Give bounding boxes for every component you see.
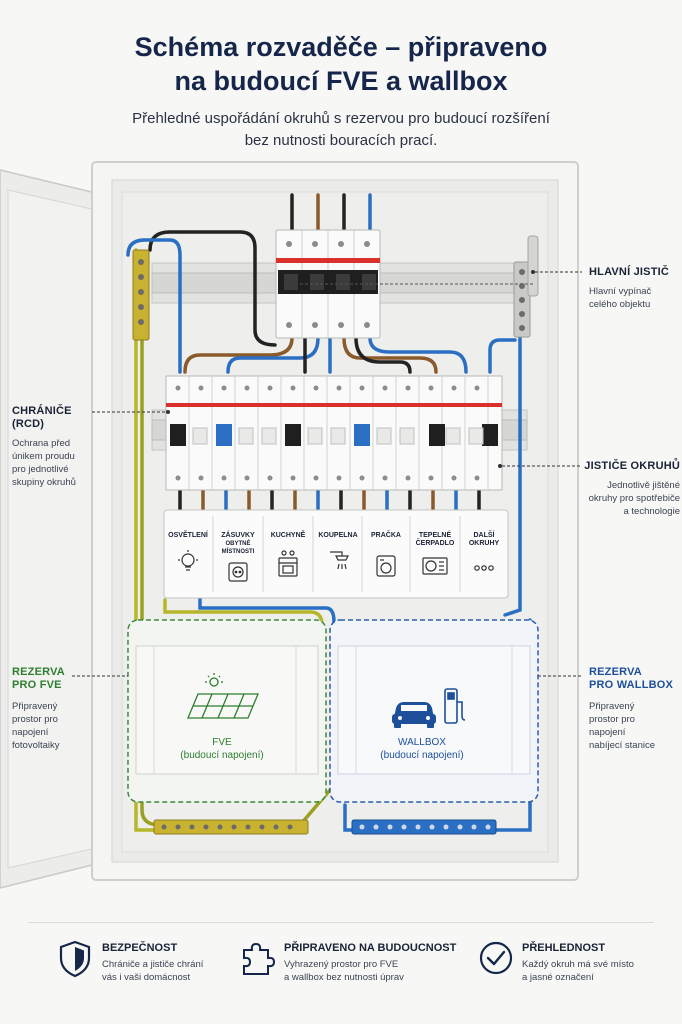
- title-line-2: na budoucí FVE a wallbox: [174, 66, 508, 96]
- feature-clarity-line1: Každý okruh má své místo: [522, 959, 634, 970]
- callout-reserve-wallbox: REZERVA PRO WALLBOX Připravený prostor p…: [589, 666, 681, 752]
- feature-future-ready-title: PŘIPRAVENO NA BUDOUCNOST: [284, 942, 457, 954]
- socket-icon: [228, 562, 248, 582]
- circuit-label-heat-pump: TEPELNÉ: [419, 530, 452, 539]
- feature-safety-line1: Chrániče a jističe chrání: [102, 959, 204, 970]
- callout-main-breaker-title: HLAVNÍ JISTIČ: [589, 266, 670, 278]
- callout-rcd-line1: Ochrana před: [12, 438, 71, 449]
- charger-icon: [444, 688, 466, 724]
- shield-icon: [59, 940, 91, 978]
- callout-circuit-breakers-title: JISTIČE OKRUHŮ: [584, 460, 680, 472]
- circuit-label-sockets-3: MÍSTNOSTI: [222, 547, 255, 555]
- callout-rcd-line2: únikem proudu: [12, 451, 75, 462]
- circuit-label-lighting: OSVĚTLENÍ: [168, 530, 209, 539]
- wallbox-label: WALLBOX: [398, 737, 446, 748]
- callout-circuit-breakers: JISTIČE OKRUHŮ Jednotlivě jištěné okruhy…: [570, 460, 680, 518]
- subtitle-line-2: bez nutnosti bouracích prací.: [244, 132, 438, 149]
- callout-circuit-breakers-line1: Jednotlivě jištěné: [607, 480, 680, 491]
- feature-safety-line2: vás i vaši domácnost: [102, 972, 191, 983]
- neutral-terminal-bar-right: [513, 235, 539, 338]
- feature-clarity-line2: a jasné označení: [522, 972, 594, 983]
- feature-safety-title: BEZPEČNOST: [102, 942, 178, 954]
- breaker-row: [165, 375, 503, 491]
- fve-sublabel: (budoucí napojení): [180, 750, 263, 761]
- washer-icon: [376, 555, 396, 577]
- callout-main-breaker-line1: Hlavní vypínač: [589, 286, 652, 297]
- callout-reserve-wallbox-line4: nabíjecí stanice: [589, 740, 656, 751]
- dots-icon: [474, 565, 494, 571]
- circuit-label-strip: OSVĚTLENÍ ZÁSUVKY OBYTNÉ MÍSTNOSTI KUCHY…: [163, 509, 509, 599]
- callout-reserve-wallbox-title-1: REZERVA: [589, 666, 642, 678]
- circuit-label-heat-pump-2: ČERPADLO: [416, 538, 455, 547]
- circuit-label-washer: PRAČKA: [371, 530, 401, 539]
- circuit-label-sockets: ZÁSUVKY: [221, 530, 255, 539]
- fve-label: FVE: [212, 737, 232, 748]
- callout-main-breaker: HLAVNÍ JISTIČ Hlavní vypínač celého obje…: [589, 266, 681, 311]
- callout-reserve-fve: REZERVA PRO FVE Připravený prostor pro n…: [12, 666, 92, 752]
- callout-rcd-title: CHRÁNIČE (RCD): [12, 405, 72, 430]
- callout-rcd-line3: pro jednotlivé: [12, 464, 69, 475]
- feature-safety-desc: Chrániče a jističe chrání vás i vaši dom…: [102, 958, 272, 984]
- callout-reserve-fve-line1: Připravený: [12, 701, 58, 712]
- feature-safety: BEZPEČNOST Chrániče a jističe chrání vás…: [58, 940, 248, 1000]
- callout-circuit-breakers-line2: okruhy pro spotřebiče: [588, 493, 680, 504]
- feature-future-ready-line2: a wallbox bez nutnosti úprav: [284, 972, 404, 983]
- callout-reserve-fve-title-2: PRO FVE: [12, 679, 62, 691]
- callout-rcd: CHRÁNIČE (RCD) Ochrana před únikem proud…: [12, 405, 102, 489]
- callout-reserve-fve-title-1: REZERVA: [12, 666, 65, 678]
- pe-terminal-bar: [132, 249, 150, 341]
- bulb-icon: [178, 550, 198, 571]
- feature-clarity-desc: Každý okruh má své místo a jasné označen…: [522, 958, 682, 984]
- circuit-label-other-2: OKRUHY: [469, 540, 500, 547]
- circuit-label-sockets-2: OBYTNÉ: [225, 539, 250, 547]
- feature-future-ready: PŘIPRAVENO NA BUDOUCNOST Vyhrazený prost…: [240, 940, 460, 1000]
- callout-reserve-wallbox-line1: Připravený: [589, 701, 635, 712]
- callout-reserve-fve-line4: fotovoltaiky: [12, 740, 60, 751]
- callout-reserve-fve-title: REZERVA PRO FVE: [12, 666, 92, 692]
- stove-icon: [278, 550, 298, 577]
- car-icon: [392, 702, 436, 728]
- callout-reserve-wallbox-line2: prostor pro: [589, 714, 635, 725]
- solar-panel-icon: [187, 673, 259, 719]
- wallbox-reserve-area: WALLBOX (budoucí napojení): [329, 619, 539, 803]
- rcd-toggle-1: [170, 424, 186, 446]
- subtitle-line-1: Přehledné uspořádání okruhů s rezervou p…: [132, 110, 550, 127]
- page-title: Schéma rozvaděče – připraveno na budoucí…: [0, 30, 682, 98]
- neutral-terminal-bar-bottom: [351, 819, 497, 835]
- callout-circuit-breakers-line3: a technologie: [623, 506, 680, 517]
- callout-reserve-wallbox-title-2: PRO WALLBOX: [589, 679, 674, 691]
- pe-terminal-bar-bottom: [153, 819, 309, 835]
- puzzle-icon: [243, 942, 276, 975]
- heat-pump-icon: [422, 557, 448, 575]
- feature-clarity-title: PŘEHLEDNOST: [522, 942, 606, 954]
- shower-icon: [330, 551, 349, 570]
- wallbox-sublabel: (budoucí napojení): [380, 750, 463, 761]
- callout-reserve-wallbox-title: REZERVA PRO WALLBOX: [589, 666, 681, 692]
- callout-reserve-wallbox-line3: napojení: [589, 727, 626, 738]
- feature-future-ready-desc: Vyhrazený prostor pro FVE a wallbox bez …: [284, 958, 454, 984]
- callout-reserve-fve-line2: prostor pro: [12, 714, 58, 725]
- fve-reserve-area: FVE (budoucí napojení): [127, 619, 327, 803]
- feature-future-ready-line1: Vyhrazený prostor pro FVE: [284, 959, 399, 970]
- callout-main-breaker-line2: celého objektu: [589, 299, 651, 310]
- circuit-label-kitchen: KUCHYNĚ: [271, 530, 306, 539]
- footer-divider: [28, 922, 654, 923]
- feature-clarity: PŘEHLEDNOST Každý okruh má své místo a j…: [478, 940, 668, 1000]
- circuit-label-bathroom: KOUPELNA: [318, 532, 357, 539]
- page-subtitle: Přehledné uspořádání okruhů s rezervou p…: [0, 108, 682, 152]
- callout-reserve-fve-line3: napojení: [12, 727, 49, 738]
- check-circle-icon: [479, 941, 513, 975]
- title-line-1: Schéma rozvaděče – připraveno: [134, 32, 548, 62]
- distribution-board-diagram: OSVĚTLENÍ ZÁSUVKY OBYTNÉ MÍSTNOSTI KUCHY…: [0, 161, 582, 889]
- callout-rcd-line4: skupiny okruhů: [12, 477, 76, 488]
- circuit-label-other: DALŠÍ: [474, 530, 496, 539]
